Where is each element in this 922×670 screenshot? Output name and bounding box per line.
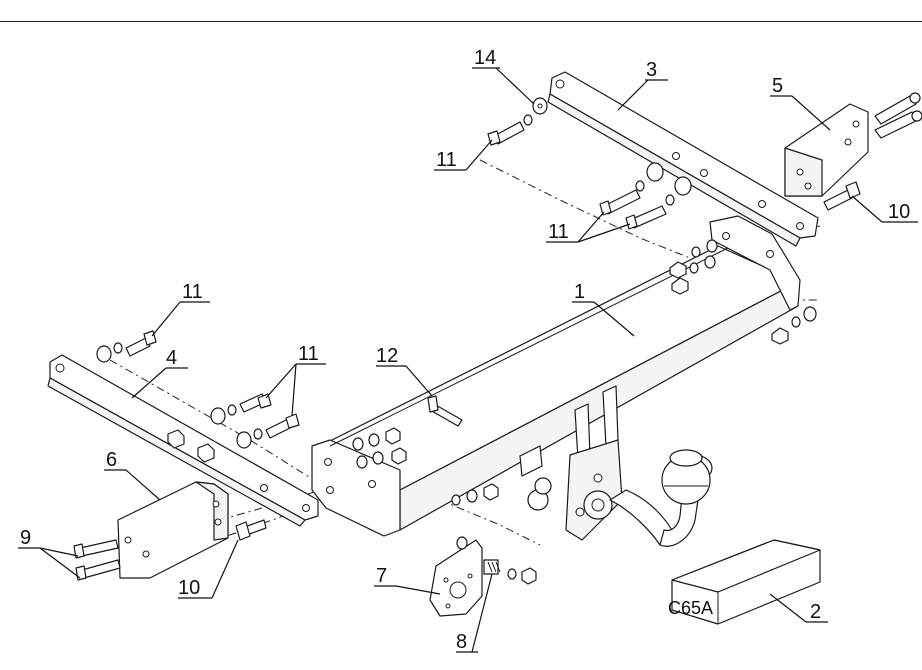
label-3: 3 (646, 59, 657, 81)
header-rule (0, 21, 922, 22)
side-bracket-right (547, 71, 819, 247)
label-7: 7 (376, 565, 387, 587)
label-11-top: 11 (436, 149, 457, 171)
label-2: 2 (810, 601, 821, 623)
label-12: 12 (376, 345, 398, 367)
spring-bolt (483, 559, 537, 585)
box-code: C65A (668, 598, 713, 618)
callouts: 14 3 5 11 10 11 1 11 4 (18, 47, 918, 653)
label-5: 5 (772, 75, 783, 97)
label-11-left-mid: 11 (298, 343, 319, 365)
label-8: 8 (456, 631, 467, 653)
label-10-left: 10 (178, 577, 200, 599)
main-crossbar (311, 215, 801, 537)
angle-plate-left (117, 481, 229, 579)
label-14: 14 (474, 47, 496, 69)
label-1: 1 (574, 281, 585, 303)
packaging-box (671, 539, 821, 625)
label-10-right: 10 (888, 201, 910, 223)
label-11-mid: 11 (548, 221, 569, 243)
fasteners (73, 97, 861, 581)
label-4: 4 (166, 347, 177, 369)
label-11-left-top: 11 (182, 281, 203, 303)
bolts-top-right (874, 92, 922, 139)
label-9: 9 (20, 527, 31, 549)
label-6: 6 (106, 449, 117, 471)
socket-plate (429, 536, 483, 617)
tow-neck-assembly (565, 385, 713, 547)
bumper-plate (519, 445, 552, 511)
angle-plate-right (784, 103, 869, 197)
